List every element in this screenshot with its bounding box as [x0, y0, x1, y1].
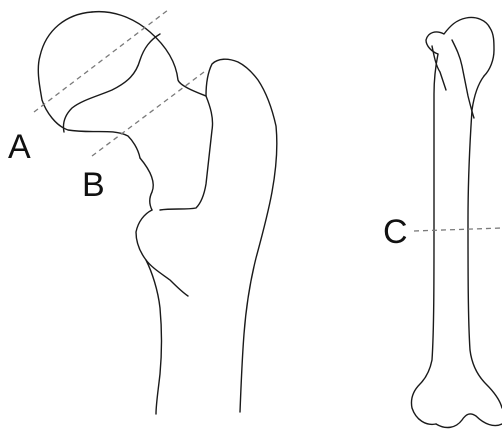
femoral-head-outline: [38, 12, 140, 158]
whole-femur: [411, 17, 502, 427]
femur-shaft-left-outline: [411, 54, 438, 424]
section-line-a: [34, 10, 168, 112]
medial-shaft-outline: [146, 260, 162, 414]
label-c: C: [383, 213, 408, 251]
section-line-b: [92, 72, 204, 156]
proximal-femur: [38, 12, 276, 414]
epiphyseal-line: [63, 34, 160, 132]
greater-trochanter-outline: [206, 59, 277, 412]
lesser-trochanter-outline: [136, 210, 188, 296]
section-line-c: [414, 228, 502, 231]
femur-distal-condyles-outline: [436, 414, 502, 428]
femoral-neck-lower-outline: [140, 158, 153, 210]
label-a: A: [8, 128, 31, 166]
label-b: B: [82, 166, 105, 204]
intertrochanteric-line: [160, 96, 213, 210]
femur-shaft-right-outline: [468, 76, 502, 408]
femur-neck-detail: [452, 40, 474, 118]
